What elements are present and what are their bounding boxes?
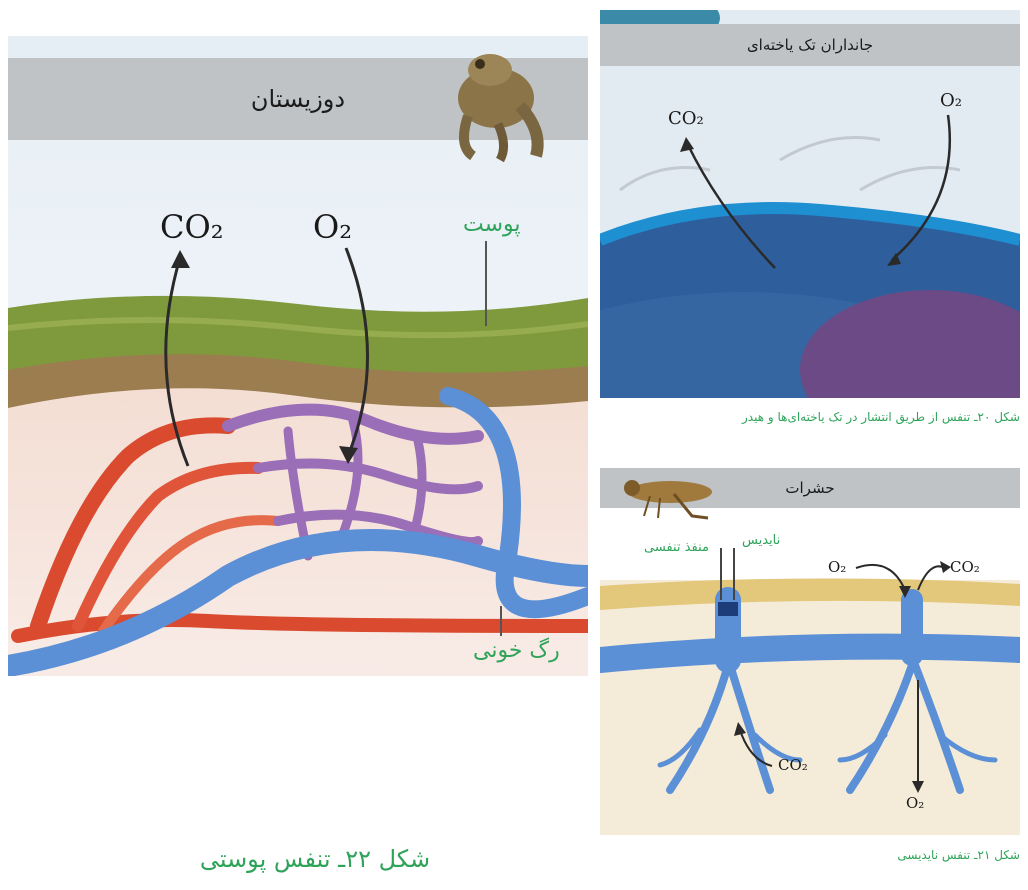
spiracle-label: منفذ تنفسی: [644, 540, 709, 555]
blood-vessel-label: رگ خونی: [473, 638, 560, 663]
unicellular-panel: جانداران تک یاخته‌ای CO₂ O₂: [600, 10, 1020, 398]
amphibian-title: دوزیستان: [251, 85, 345, 113]
amphibian-panel: دوزیستان CO₂ O₂ پوست رگ خونی: [8, 36, 588, 676]
unicellular-co2-label: CO₂: [668, 108, 704, 129]
trachea-label: نایدیس: [742, 533, 780, 548]
co2-label: CO₂: [160, 208, 224, 246]
insect-o2-bottom-label: O₂: [906, 794, 924, 812]
insect-co2-bottom-label: CO₂: [778, 756, 808, 774]
unicellular-caption: شکل ۲۰ـ تنفس از طریق انتشار در تک یاخته‌…: [600, 410, 1020, 424]
insects-panel: حشرات نایدیس منفذ تنفسی O₂ CO₂ CO₂ O₂: [600, 460, 1020, 835]
insects-caption: شکل ۲۱ـ تنفس نایدیسی: [600, 848, 1020, 862]
amphibian-caption: شکل ۲۲ـ تنفس پوستی: [175, 845, 455, 873]
grasshopper-icon: [614, 460, 724, 530]
insect-o2-top-label: O₂: [828, 558, 846, 576]
spiracle-opening: [718, 602, 738, 616]
unicellular-diffusion-diagram: [600, 10, 1020, 398]
unicellular-header: جانداران تک یاخته‌ای: [600, 24, 1020, 66]
frog-icon: [438, 36, 558, 166]
insect-co2-top-label: CO₂: [950, 558, 980, 576]
skin-label: پوست: [463, 212, 521, 237]
o2-label: O₂: [313, 208, 352, 246]
insects-title: حشرات: [785, 479, 834, 497]
unicellular-o2-label: O₂: [940, 90, 962, 111]
unicellular-title: جانداران تک یاخته‌ای: [747, 36, 873, 54]
